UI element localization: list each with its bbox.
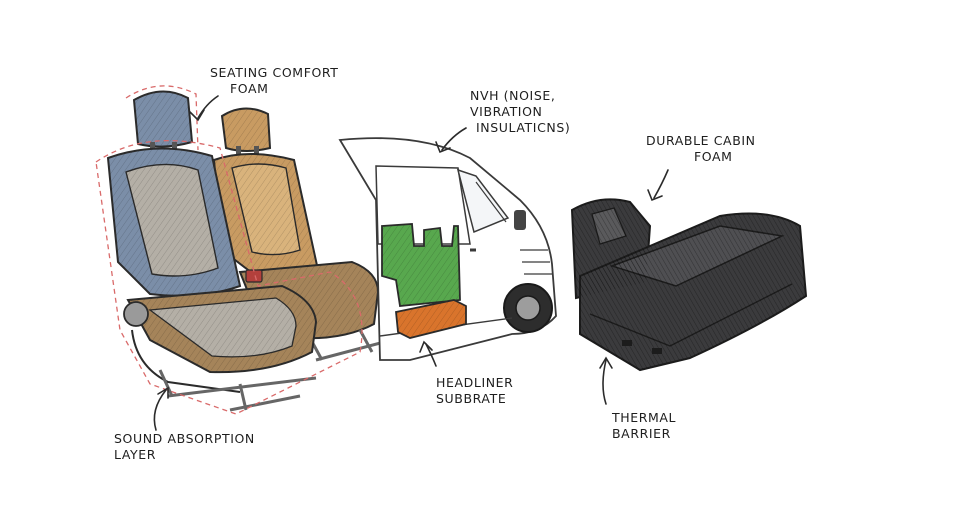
- arrow-sound: [153, 389, 167, 431]
- cabin-foam-part: [570, 198, 808, 372]
- front-seat: [95, 85, 363, 415]
- label-line: SEATING COMFORT: [210, 65, 339, 80]
- label-line: NVH (NOISE,: [470, 88, 556, 103]
- arrow-thermal: [602, 359, 607, 405]
- label-line: FOAM: [230, 81, 269, 96]
- label-line: INSULATICNS): [476, 120, 571, 135]
- label-line: HEADLINER: [436, 375, 514, 390]
- arrow-seating-foam: [197, 95, 219, 119]
- arrow-cabin-foam: [653, 169, 669, 199]
- label-nvh: NVH (NOISE, VIBRATION INSULATICNS): [470, 88, 570, 136]
- label-durable-cabin-foam: DURABLE CABIN FOAM: [646, 133, 756, 165]
- label-line: FOAM: [694, 149, 733, 164]
- car-seats: [95, 85, 385, 415]
- label-line: SUBBRATE: [436, 391, 507, 406]
- arrowhead-cabin-foam: [647, 189, 663, 202]
- leader-arrows: [153, 95, 669, 431]
- van: [338, 137, 557, 361]
- arrowhead-headliner: [419, 340, 433, 353]
- arrowhead-sound: [157, 386, 169, 399]
- arrowhead-nvh: [435, 141, 451, 154]
- label-line: THERMAL: [612, 410, 677, 425]
- label-seating-comfort-foam: SEATING COMFORT FOAM: [210, 65, 339, 97]
- label-sound-absorption-layer: SOUND ABSORPTION LAYER: [114, 431, 255, 463]
- label-line: SOUND ABSORPTION: [114, 431, 255, 446]
- label-line: VIBRATION: [470, 104, 543, 119]
- label-line: BARRIER: [612, 426, 671, 441]
- arrow-nvh: [441, 127, 467, 151]
- arrowhead-seating-foam: [189, 109, 205, 122]
- arrowhead-thermal: [599, 356, 613, 369]
- label-line: LAYER: [114, 447, 157, 462]
- label-thermal-barrier: THERMAL BARRIER: [612, 410, 676, 442]
- label-headliner-substrate: HEADLINER SUBBRATE: [436, 375, 513, 407]
- label-line: DURABLE CABIN: [646, 133, 756, 148]
